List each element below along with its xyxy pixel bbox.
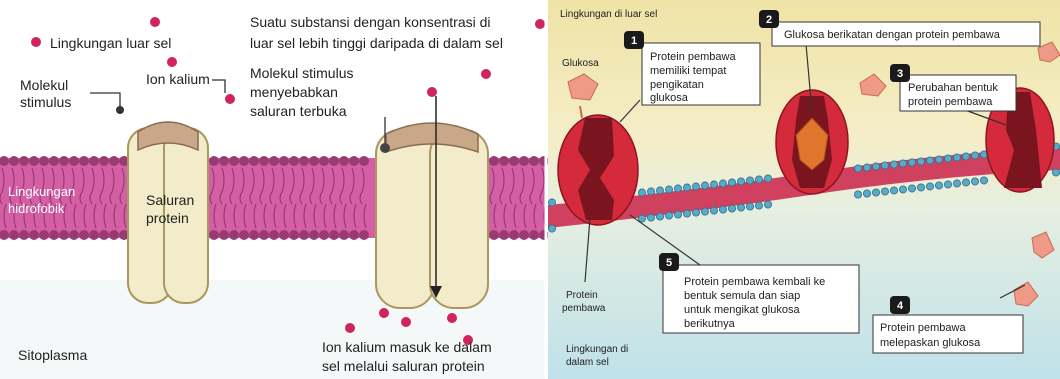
step2-number: 2 xyxy=(766,14,772,26)
ion xyxy=(379,308,389,318)
step3-text-2: protein pembawa xyxy=(908,96,993,108)
left-panel: Lingkungan luar sel Molekul stimulus Ion… xyxy=(0,0,549,379)
step5-number: 5 xyxy=(666,257,672,269)
concentration-text-2: luar sel lebih tinggi daripada di dalam … xyxy=(250,35,503,51)
concentration-text-1: Suatu substansi dengan konsentrasi di xyxy=(250,14,491,30)
ion xyxy=(401,317,411,327)
step1-text-3: pengikatan xyxy=(650,79,704,91)
inside-environment-label-1: Lingkungan di xyxy=(566,344,628,355)
stimulus-molecule-label-1: Molekul xyxy=(20,77,68,93)
outside-cell-label: Lingkungan luar sel xyxy=(50,35,171,51)
carrier-protein-state-1 xyxy=(558,115,638,225)
potassium-entry-text-2: sel melalui saluran protein xyxy=(322,358,485,374)
ion xyxy=(447,313,457,323)
outside-environment-label: Lingkungan di luar sel xyxy=(560,9,657,20)
step5-text-4: berikutnya xyxy=(684,318,736,330)
stimulus-molecule-label-2: stimulus xyxy=(20,94,71,110)
channel-label-2: protein xyxy=(146,210,189,226)
ion xyxy=(345,323,355,333)
step5-text-2: bentuk semula dan siap xyxy=(684,290,800,302)
ion xyxy=(150,17,160,27)
step1-text-1: Protein pembawa xyxy=(650,51,736,63)
ion xyxy=(481,69,491,79)
ion xyxy=(167,57,177,67)
step1-text-2: memiliki tempat xyxy=(650,65,726,77)
right-panel: 1 2 3 4 5 Lingkungan di luar sel Glukosa… xyxy=(548,0,1060,379)
stimulus-desc-3: saluran terbuka xyxy=(250,103,347,119)
step3-text-1: Perubahan bentuk xyxy=(908,82,998,94)
cytoplasm-label: Sitoplasma xyxy=(18,347,87,363)
hydrophobic-label-2: hidrofobik xyxy=(8,201,65,216)
step2-text: Glukosa berikatan dengan protein pembawa xyxy=(784,29,1001,41)
potassium-entry-text-1: Ion kalium masuk ke dalam xyxy=(322,339,492,355)
step4-text-1: Protein pembawa xyxy=(880,322,966,334)
potassium-ion-label: Ion kalium xyxy=(146,71,210,87)
step4-number: 4 xyxy=(897,300,904,312)
ion xyxy=(427,87,437,97)
step1-text-4: glukosa xyxy=(650,92,689,104)
step3-number: 3 xyxy=(897,68,903,80)
glucose-label: Glukosa xyxy=(562,58,599,69)
step5-text-1: Protein pembawa kembali ke xyxy=(684,276,825,288)
step1-number: 1 xyxy=(631,35,637,47)
legend-ion-dot xyxy=(31,37,41,47)
hydrophobic-label-1: Lingkungan xyxy=(8,184,75,199)
ion xyxy=(225,94,235,104)
step4-text-2: melepaskan glukosa xyxy=(880,337,981,349)
ion xyxy=(535,19,545,29)
carrier-protein-label-1: Protein xyxy=(566,290,598,301)
stimulus-desc-2: menyebabkan xyxy=(250,84,338,100)
step5-text-3: untuk mengikat glukosa xyxy=(684,304,800,316)
carrier-protein-label-2: pembawa xyxy=(562,303,606,314)
inside-environment-label-2: dalam sel xyxy=(566,357,609,368)
stimulus-desc-1: Molekul stimulus xyxy=(250,65,353,81)
channel-label-1: Saluran xyxy=(146,192,194,208)
